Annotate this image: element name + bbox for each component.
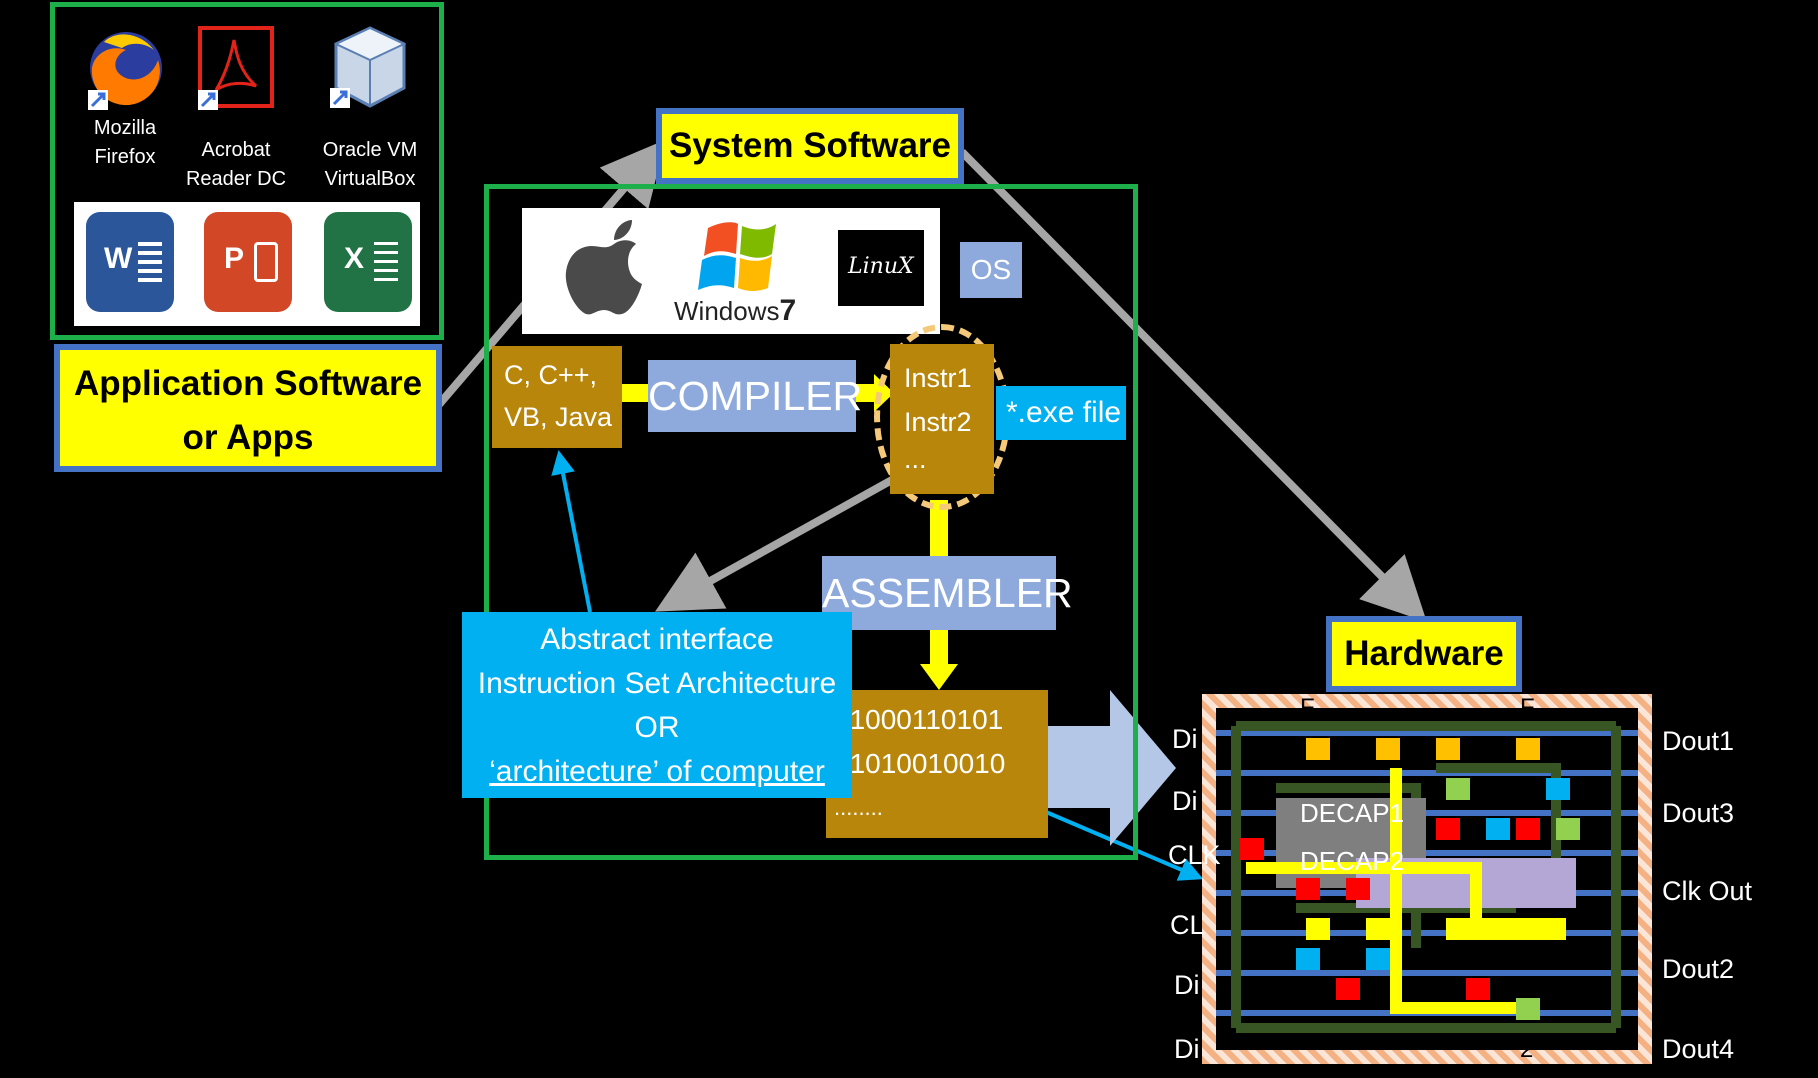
word-lines bbox=[138, 242, 162, 282]
instructions-box: Instr1 Instr2 ... bbox=[890, 344, 994, 494]
arrow-code-to-chip bbox=[1045, 810, 1204, 881]
windows-wordmark: Windows7 bbox=[674, 294, 796, 328]
chip-input-clk-1: CLK bbox=[1168, 840, 1221, 870]
isa-line-3: OR bbox=[634, 711, 680, 744]
firefox-shortcut[interactable]: Mozilla Firefox bbox=[64, 20, 184, 180]
big-arrow-to-hardware bbox=[1046, 690, 1176, 846]
instruction-1: Instr1 bbox=[904, 363, 972, 393]
languages-line-2: VB, Java bbox=[504, 402, 613, 432]
chip-input-1: Di bbox=[1172, 724, 1198, 754]
applications-panel bbox=[50, 2, 444, 340]
assembler-box: ASSEMBLER bbox=[822, 556, 1073, 630]
chip-output-dout2: Dout2 bbox=[1662, 954, 1735, 984]
chip-output-clk-out: Clk Out bbox=[1662, 876, 1753, 906]
flow-lang-compiler bbox=[622, 384, 648, 402]
yellow-wires bbox=[1246, 768, 1536, 1014]
isa-line-1: Abstract interface bbox=[540, 623, 774, 656]
exe-file-box: *.exe file bbox=[996, 386, 1126, 440]
windows-icon bbox=[698, 222, 776, 291]
instruction-2: Instr2 bbox=[904, 407, 972, 437]
acrobat-label-1: Acrobat bbox=[201, 139, 271, 161]
office-apps-strip: W P X bbox=[74, 202, 420, 326]
os-logos-strip: Windows7 LinuX bbox=[522, 208, 940, 334]
linux-logo: LinuX bbox=[838, 230, 924, 306]
chip-output-dout1: Dout1 bbox=[1662, 726, 1735, 756]
arrow-instr-to-isa bbox=[655, 476, 894, 612]
chip-output-dout3: Dout3 bbox=[1662, 798, 1735, 828]
firefox-label-1: Mozilla bbox=[93, 117, 157, 139]
excel-grid bbox=[374, 242, 398, 282]
excel-icon[interactable]: X bbox=[324, 212, 412, 312]
powerpoint-letter: P bbox=[224, 242, 245, 275]
chip-bottom-mark: 2 bbox=[1520, 1036, 1534, 1063]
instruction-ellipsis: ... bbox=[904, 444, 927, 474]
flow-assembler-code bbox=[930, 630, 948, 664]
chip-input-4: Di bbox=[1174, 1034, 1200, 1064]
linux-text: LinuX bbox=[848, 254, 914, 279]
decap1-label: DECAP1 bbox=[1300, 798, 1405, 828]
apple-icon bbox=[565, 220, 642, 315]
machine-code-line-1: 01000110101 bbox=[834, 704, 1004, 735]
isa-box: Abstract interface Instruction Set Archi… bbox=[462, 612, 852, 798]
machine-code-ellipsis: ........ bbox=[834, 795, 883, 820]
chip-layout: F F 2 DECAP1 DECAP2 bbox=[1202, 694, 1652, 1064]
chip-input-clk-2: CL bbox=[1170, 910, 1205, 940]
powerpoint-chart bbox=[254, 242, 278, 282]
windows-text: Windows bbox=[674, 296, 780, 326]
arrow-isa-to-languages bbox=[551, 450, 592, 613]
flow-instr-assembler bbox=[930, 500, 948, 556]
os-label: OS bbox=[960, 242, 1022, 298]
chip-input-2: Di bbox=[1172, 786, 1198, 816]
machine-code-box: 01000110101 01010010010 ........ bbox=[826, 690, 1048, 838]
virtualbox-label-2: VirtualBox bbox=[324, 168, 416, 190]
hardware-label: Hardware bbox=[1326, 616, 1522, 692]
application-software-line-1: Application Software bbox=[73, 364, 423, 403]
isa-line-2: Instruction Set Architecture bbox=[477, 667, 837, 700]
virtualbox-label-1: Oracle VM bbox=[322, 139, 418, 161]
flow-assembler-code-head bbox=[920, 664, 958, 690]
chip-top-mark-2: F bbox=[1520, 694, 1535, 721]
arrow-system-to-hardware bbox=[959, 149, 1427, 623]
languages-box: C, C++, VB, Java bbox=[492, 346, 622, 448]
machine-code-line-2: 01010010010 bbox=[834, 748, 1006, 779]
virtualbox-shortcut[interactable]: Oracle VM VirtualBox bbox=[310, 20, 430, 190]
acrobat-shortcut[interactable]: Acrobat Reader DC bbox=[176, 20, 296, 190]
compiler-box: COMPILER bbox=[648, 360, 862, 432]
decap2-label: DECAP2 bbox=[1300, 846, 1405, 876]
windows-version: 7 bbox=[779, 294, 797, 327]
chip-input-3: Di bbox=[1174, 970, 1200, 1000]
firefox-icon bbox=[88, 32, 162, 110]
isa-line-4: ‘architecture’ of computer bbox=[489, 755, 825, 788]
virtualbox-icon bbox=[330, 26, 407, 108]
application-software-label: Application Software or Apps bbox=[54, 344, 442, 472]
powerpoint-icon[interactable]: P bbox=[204, 212, 292, 312]
chip-top-mark-1: F bbox=[1300, 694, 1315, 721]
chip-output-dout4: Dout4 bbox=[1662, 1034, 1735, 1064]
excel-letter: X bbox=[344, 242, 365, 275]
flow-compiler-instr bbox=[856, 384, 876, 402]
system-software-label: System Software bbox=[656, 108, 964, 184]
word-icon[interactable]: W bbox=[86, 212, 174, 312]
firefox-label-2: Firefox bbox=[94, 146, 156, 168]
chip-cells bbox=[1240, 738, 1580, 1020]
word-letter: W bbox=[104, 242, 133, 275]
languages-line-1: C, C++, bbox=[504, 360, 598, 390]
application-software-line-2: or Apps bbox=[182, 418, 314, 457]
system-software-panel bbox=[484, 184, 1138, 860]
acrobat-label-2: Reader DC bbox=[185, 168, 287, 190]
acrobat-icon bbox=[198, 26, 274, 110]
chip-layout-drawing bbox=[1216, 721, 1638, 1033]
